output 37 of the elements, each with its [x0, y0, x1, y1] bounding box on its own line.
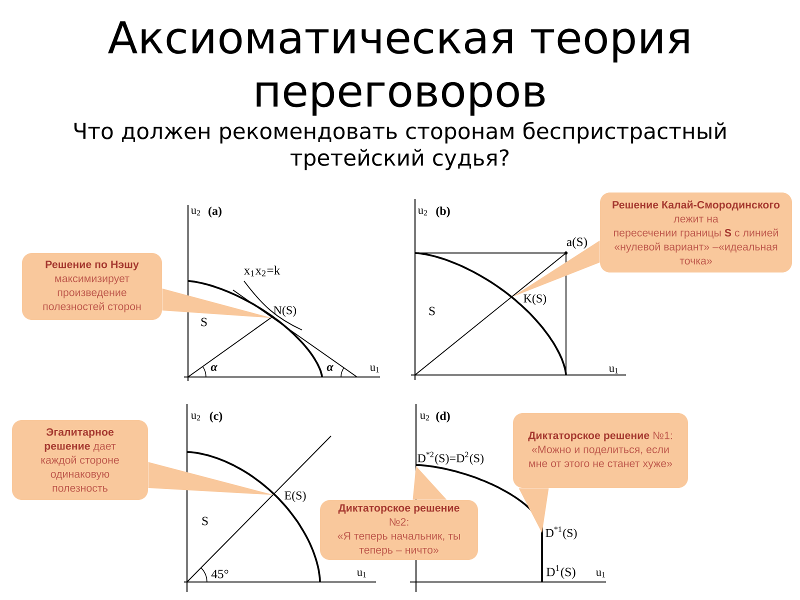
callout-pointer [148, 462, 274, 495]
point-label: a(S) [566, 237, 587, 249]
axis-label: u$_{1}$ [609, 366, 618, 374]
curve-label: x$_{1}$x$_{2}$=k [244, 266, 280, 276]
axis-label: u$_{2}$ [191, 414, 200, 420]
point-label: N(S) [274, 306, 296, 317]
panel-label: (d) [436, 412, 450, 422]
panel-label: (a) [208, 206, 222, 218]
callout-box: Решение Калай-Смородинского лежит на пересечении границы S с линией «нулевой вариант» –«идеальная точка» [600, 192, 792, 272]
title: Аксиоматическая теория переговоров [108, 21, 689, 116]
axis-label: u$_{1}$ [370, 366, 380, 372]
callout-pointer [518, 488, 549, 533]
region-label: S [201, 318, 207, 326]
panel-label: (b) [436, 206, 450, 218]
point-label: D$^{*2}$(S)=D$^{2}$(S) [418, 452, 484, 465]
axis-label: u$_{1}$ [596, 570, 606, 578]
axis-label: u$_{2}$ [420, 414, 430, 420]
angle-label: α [210, 365, 218, 371]
subtitle: Что должен рекомендовать сторонам беспристрастный третейский судья? [74, 122, 726, 170]
point-label: E(S) [284, 491, 306, 502]
callout-box: Решение по Нэшу максимизирует произведение полезностей сторон [22, 253, 162, 320]
axis-label: u$_{1}$ [357, 570, 366, 578]
callout-pointer [412, 466, 447, 500]
axis-label: u$_{2}$ [191, 208, 200, 216]
point-label: D$^{*1}$(S) [546, 526, 577, 540]
point-label: D$^{1}$(S) [546, 565, 576, 579]
angle-label: α [326, 365, 334, 371]
angle-label: 45° [211, 570, 228, 578]
panel-label: (c) [210, 412, 222, 422]
axis-label: u$_{2}$ [418, 208, 428, 216]
callout-box: Диктаторское решение №1: «Можно и поделиться, если мне от этого не станет хуже» [513, 413, 688, 488]
region-label: S [202, 516, 208, 526]
callout-pointer [162, 288, 272, 318]
region-label: S [429, 306, 435, 316]
callout-box: Эгалитарное решение дает каждой стороне одинаковую полезность [12, 420, 148, 500]
callout-pointer [512, 240, 600, 297]
point-label: K(S) [524, 294, 546, 305]
